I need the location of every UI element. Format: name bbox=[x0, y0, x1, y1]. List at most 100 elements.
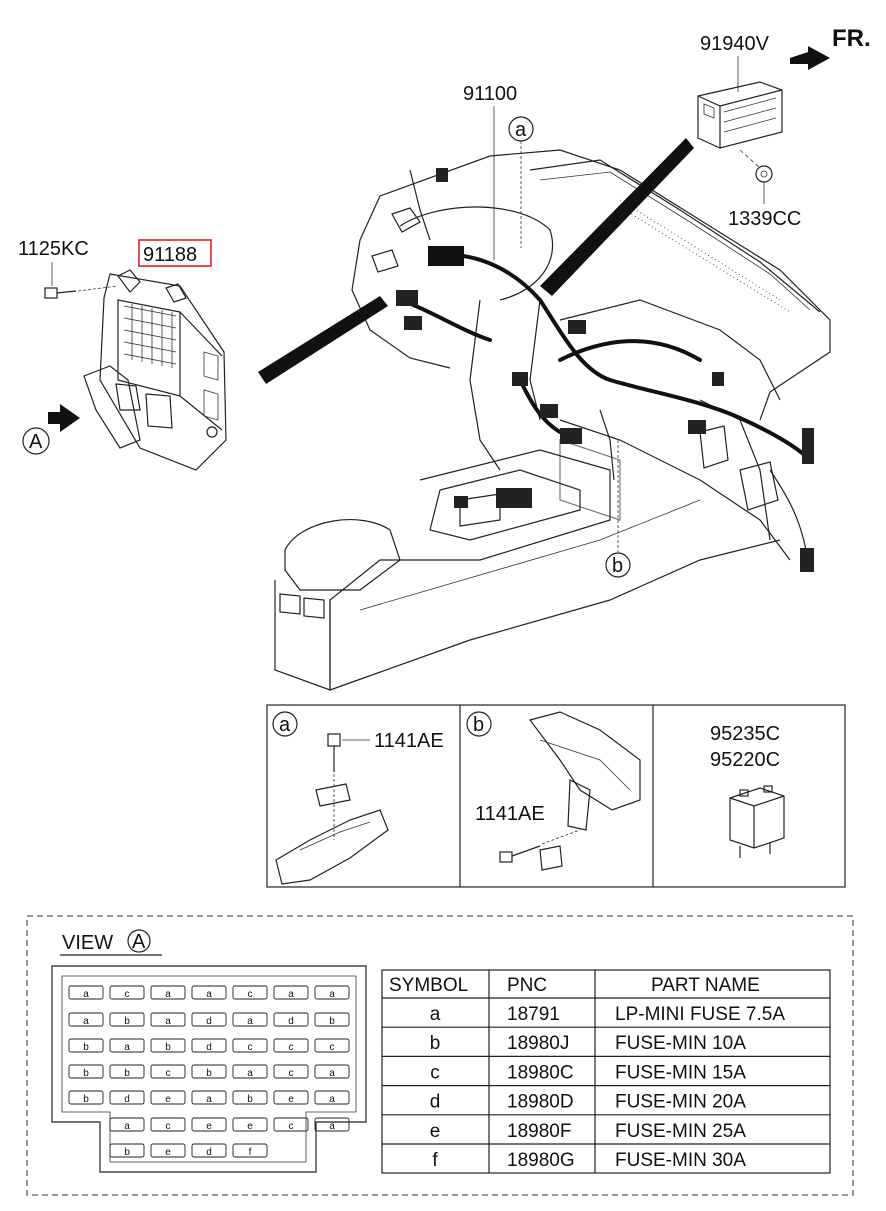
detail-b: b 1141AE bbox=[466, 711, 641, 871]
fuse-slot: d bbox=[273, 1012, 309, 1027]
table-cell-part-name: FUSE-MIN 25A bbox=[615, 1121, 746, 1142]
fuse-slot-letter: b bbox=[83, 1042, 89, 1053]
bolt-icon bbox=[499, 845, 541, 863]
fuse-slot-outline bbox=[232, 985, 268, 1000]
fuse-slot-outline bbox=[68, 1064, 104, 1079]
view-marker: A bbox=[132, 931, 146, 953]
fuse-box-outline bbox=[51, 965, 367, 1173]
fuse-slot-outline bbox=[191, 1038, 227, 1053]
view-arrow-icon bbox=[48, 404, 80, 432]
view-a-marker: A bbox=[22, 404, 80, 455]
fuse-slot: b bbox=[314, 1012, 350, 1027]
fuse-slot-letter: c bbox=[166, 1121, 171, 1132]
fuse-slot: b bbox=[109, 1143, 145, 1158]
table-cell-part-name: FUSE-MIN 15A bbox=[615, 1062, 746, 1083]
fuse-slot-letter: a bbox=[83, 1016, 89, 1027]
fuse-slot-outline bbox=[273, 1117, 309, 1132]
connector-block bbox=[454, 496, 468, 508]
fuse-slot: d bbox=[191, 1038, 227, 1053]
fuse-slot: f bbox=[232, 1143, 268, 1158]
fuse-slot: a bbox=[150, 985, 186, 1000]
part-label-91188: 91188 bbox=[143, 244, 197, 266]
fuse-slot-outline bbox=[109, 1117, 145, 1132]
callout-b-top-label: b bbox=[612, 555, 623, 577]
table-cell-symbol: f bbox=[432, 1150, 438, 1171]
fuse-slot-outline bbox=[109, 1143, 145, 1158]
fuse-slot: a bbox=[150, 1012, 186, 1027]
fuse-slot-outline bbox=[191, 1064, 227, 1079]
fuse-slot-outline bbox=[68, 985, 104, 1000]
fuse-slot: a bbox=[109, 1117, 145, 1132]
fuse-slot-outline bbox=[191, 1143, 227, 1158]
fuse-slot-outline bbox=[68, 1090, 104, 1105]
fuse-slot-letter: b bbox=[124, 1068, 130, 1079]
fuse-slot-letter: b bbox=[206, 1068, 212, 1079]
fuse-slot-letter: b bbox=[124, 1147, 130, 1158]
table-cell-symbol: b bbox=[430, 1033, 441, 1054]
view-a-dashed-frame bbox=[26, 915, 854, 1196]
callout-b-top: b bbox=[605, 440, 631, 578]
fuse-slot-letter: b bbox=[83, 1068, 89, 1079]
table-header-pnc: PNC bbox=[507, 975, 547, 996]
fuse-slot-outline bbox=[109, 1012, 145, 1027]
fuse-slot-outline bbox=[150, 1064, 186, 1079]
fuse-slot: c bbox=[314, 1038, 350, 1053]
fuse-slot: b bbox=[109, 1012, 145, 1027]
fuse-slot-letter: a bbox=[206, 989, 212, 1000]
fuse-slot-letter: a bbox=[329, 989, 335, 1000]
view-a-marker-label: A bbox=[29, 431, 43, 453]
highlight-box bbox=[138, 239, 212, 267]
fuse-slot-letter: f bbox=[249, 1147, 252, 1158]
fuse-slot-outline bbox=[150, 1090, 186, 1105]
fuse-slot-outline bbox=[273, 1064, 309, 1079]
fuse-slot-outline bbox=[109, 1064, 145, 1079]
fuse-slot: b bbox=[232, 1090, 268, 1105]
fuse-slot-letter: a bbox=[206, 1094, 212, 1105]
table-cell-part-name: FUSE-MIN 30A bbox=[615, 1150, 746, 1171]
front-label: FR. bbox=[832, 25, 871, 52]
table-cell-symbol: d bbox=[430, 1092, 441, 1113]
fuse-slot-letter: d bbox=[206, 1147, 212, 1158]
fuse-slot-letter: b bbox=[247, 1094, 253, 1105]
fuse-slot-outline bbox=[191, 1117, 227, 1132]
part-label-1125kc: 1125KC bbox=[18, 238, 89, 260]
fuse-slot-outline bbox=[232, 1143, 268, 1158]
fuse-slot-outline bbox=[314, 1012, 350, 1027]
fuse-slot-letter: a bbox=[329, 1068, 335, 1079]
connector-block bbox=[568, 320, 586, 334]
table-cell-part-name: FUSE-MIN 20A bbox=[615, 1092, 746, 1113]
fuse-slot-outline bbox=[314, 1064, 350, 1079]
fuse-slot-letter: a bbox=[83, 989, 89, 1000]
fuse-slot-letter: c bbox=[125, 989, 130, 1000]
fuse-slot-outline bbox=[273, 1012, 309, 1027]
fuse-slot-letter: a bbox=[124, 1121, 130, 1132]
part-label-91940v: 91940V bbox=[700, 33, 770, 55]
fuse-slot: e bbox=[150, 1090, 186, 1105]
connector-block bbox=[396, 290, 418, 306]
fuse-slot-outline bbox=[68, 1012, 104, 1027]
fuse-slot: d bbox=[109, 1090, 145, 1105]
connector-block bbox=[712, 372, 724, 386]
fuse-slot-letter: d bbox=[124, 1094, 130, 1105]
bolt-icon bbox=[327, 733, 341, 772]
fuse-slot-letter: c bbox=[289, 1042, 294, 1053]
fuse-slot-letter: b bbox=[124, 1016, 130, 1027]
fuse-slot-outline bbox=[273, 1038, 309, 1053]
fuse-slot: a bbox=[314, 1117, 350, 1132]
fuse-slot-outline bbox=[109, 1090, 145, 1105]
fuse-slot: e bbox=[232, 1117, 268, 1132]
fuse-slot-outline bbox=[191, 1090, 227, 1105]
front-direction-marker: FR. bbox=[790, 25, 871, 70]
table-cell-pnc: 18980F bbox=[507, 1121, 571, 1142]
fuse-slot-letter: d bbox=[288, 1016, 294, 1027]
fuse-slot-outline bbox=[273, 985, 309, 1000]
fuse-slot-letter: e bbox=[165, 1147, 171, 1158]
table-header-symbol: SYMBOL bbox=[389, 975, 468, 996]
fuse-slot-outline bbox=[314, 1090, 350, 1105]
fuse-slot: c bbox=[150, 1064, 186, 1079]
fuse-slot-letter: a bbox=[165, 989, 171, 1000]
relay-icon bbox=[729, 785, 785, 858]
fuse-slot: b bbox=[68, 1038, 104, 1053]
